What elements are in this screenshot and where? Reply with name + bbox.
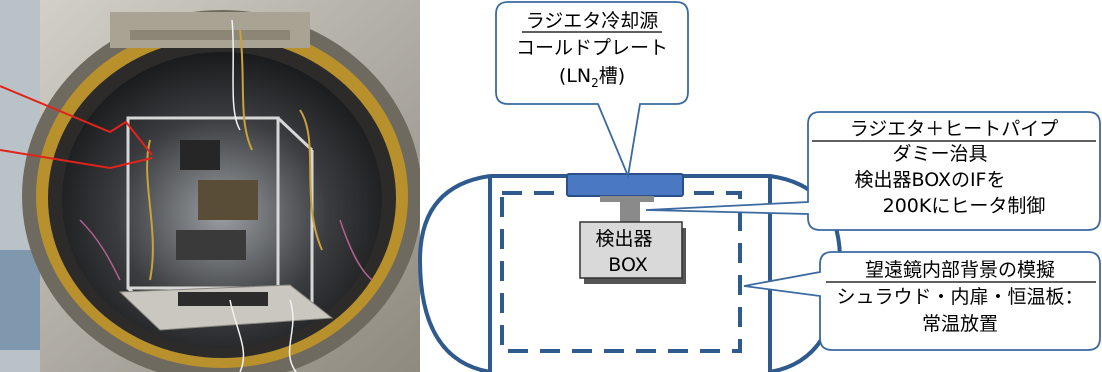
red-pointer-lines: [0, 85, 153, 170]
telescope-bg-line3: 常温放置: [922, 313, 998, 335]
cold-source-line3: (LN2槽): [559, 65, 625, 90]
detector-box-label-line2: BOX: [608, 254, 647, 276]
chamber-photo: [0, 0, 420, 372]
telescope-bg-line2: シュラウド・内扉・恒温板：: [836, 286, 1083, 308]
heatpipe-line4: 200Kにヒータ制御: [883, 195, 1046, 217]
detector-box: [579, 221, 683, 279]
heatpipe-dummy-plate: [600, 196, 654, 202]
heatpipe-title: ラジエタ＋ヒートパイプ: [850, 118, 1059, 140]
heatpipe-line3: 検出器BOXのIFを: [855, 169, 1006, 191]
cold-plate: [566, 173, 684, 197]
cold-source-title: ラジエタ冷却源: [526, 10, 659, 32]
interface-stem: [620, 202, 640, 224]
callout-cold-source: [495, 1, 689, 180]
shroud-dashed-outline: [500, 191, 742, 353]
heatpipe-line2: ダミー治具: [892, 143, 987, 165]
detector-box-label-line1: 検出器: [595, 228, 652, 250]
cold-source-line2: コールドプレート: [516, 37, 668, 59]
callout-telescope-background: [743, 251, 1101, 351]
base-plate: [118, 284, 334, 331]
telescope-bg-title: 望遠鏡内部背景の模擬: [865, 259, 1055, 281]
